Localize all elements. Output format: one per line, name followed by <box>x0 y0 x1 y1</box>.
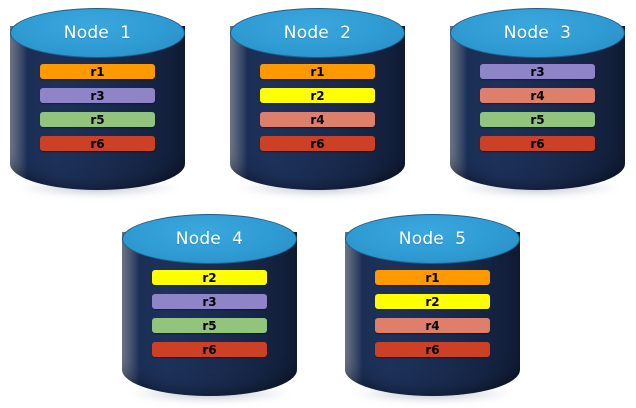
replica-label: r1 <box>90 64 105 79</box>
replica-label: r1 <box>310 64 325 79</box>
replica-bar-r6[interactable]: r6 <box>151 342 268 357</box>
replica-label: r1 <box>425 270 440 285</box>
database-node-5[interactable]: Node 5 r1 r2 r4 r6 <box>345 214 520 403</box>
replica-label: r2 <box>310 88 325 103</box>
replica-bar-r6[interactable]: r6 <box>374 342 491 357</box>
replica-bar-r3[interactable]: r3 <box>479 64 596 79</box>
replica-label: r2 <box>425 294 440 309</box>
replica-list: r3 r4 r5 r6 <box>450 64 625 151</box>
database-node-1[interactable]: Node 1 r1 r3 r5 r6 <box>10 8 185 197</box>
replica-list: r1 r2 r4 r6 <box>345 270 520 357</box>
replica-label: r4 <box>425 318 440 333</box>
replica-label: r6 <box>310 136 325 151</box>
replica-label: r4 <box>530 88 545 103</box>
node-title: Node 2 <box>283 22 352 43</box>
cylinder-top-disc: Node 5 <box>345 214 520 264</box>
replica-label: r5 <box>90 112 105 127</box>
replica-label: r6 <box>202 342 217 357</box>
database-node-2[interactable]: Node 2 r1 r2 r4 r6 <box>230 8 405 197</box>
replica-bar-r2[interactable]: r2 <box>374 294 491 309</box>
cylinder-top-disc: Node 1 <box>10 8 185 58</box>
cylinder-top-disc: Node 4 <box>122 214 297 264</box>
replica-label: r3 <box>530 64 545 79</box>
replica-bar-r4[interactable]: r4 <box>259 112 376 127</box>
replica-list: r1 r3 r5 r6 <box>10 64 185 151</box>
node-title: Node 4 <box>175 228 244 249</box>
cylinder-top-disc: Node 2 <box>230 8 405 58</box>
replica-bar-r1[interactable]: r1 <box>39 64 156 79</box>
replica-label: r3 <box>202 294 217 309</box>
cylinder-top-disc: Node 3 <box>450 8 625 58</box>
replica-bar-r3[interactable]: r3 <box>39 88 156 103</box>
replica-list: r1 r2 r4 r6 <box>230 64 405 151</box>
database-node-3[interactable]: Node 3 r3 r4 r5 r6 <box>450 8 625 197</box>
replica-label: r6 <box>425 342 440 357</box>
node-title: Node 3 <box>503 22 572 43</box>
replica-list: r2 r3 r5 r6 <box>122 270 297 357</box>
replica-label: r5 <box>202 318 217 333</box>
replica-label: r6 <box>90 136 105 151</box>
replica-bar-r4[interactable]: r4 <box>479 88 596 103</box>
replica-bar-r2[interactable]: r2 <box>151 270 268 285</box>
replica-bar-r1[interactable]: r1 <box>259 64 376 79</box>
replica-label: r3 <box>90 88 105 103</box>
replica-bar-r6[interactable]: r6 <box>479 136 596 151</box>
replica-bar-r1[interactable]: r1 <box>374 270 491 285</box>
replica-bar-r6[interactable]: r6 <box>259 136 376 151</box>
node-title: Node 5 <box>398 228 467 249</box>
node-title: Node 1 <box>63 22 132 43</box>
replica-bar-r5[interactable]: r5 <box>39 112 156 127</box>
replica-label: r6 <box>530 136 545 151</box>
replica-label: r5 <box>530 112 545 127</box>
replica-bar-r3[interactable]: r3 <box>151 294 268 309</box>
replica-bar-r2[interactable]: r2 <box>259 88 376 103</box>
replica-bar-r5[interactable]: r5 <box>151 318 268 333</box>
replica-bar-r5[interactable]: r5 <box>479 112 596 127</box>
replica-label: r4 <box>310 112 325 127</box>
replica-label: r2 <box>202 270 217 285</box>
replica-bar-r4[interactable]: r4 <box>374 318 491 333</box>
replica-bar-r6[interactable]: r6 <box>39 136 156 151</box>
database-node-4[interactable]: Node 4 r2 r3 r5 r6 <box>122 214 297 403</box>
